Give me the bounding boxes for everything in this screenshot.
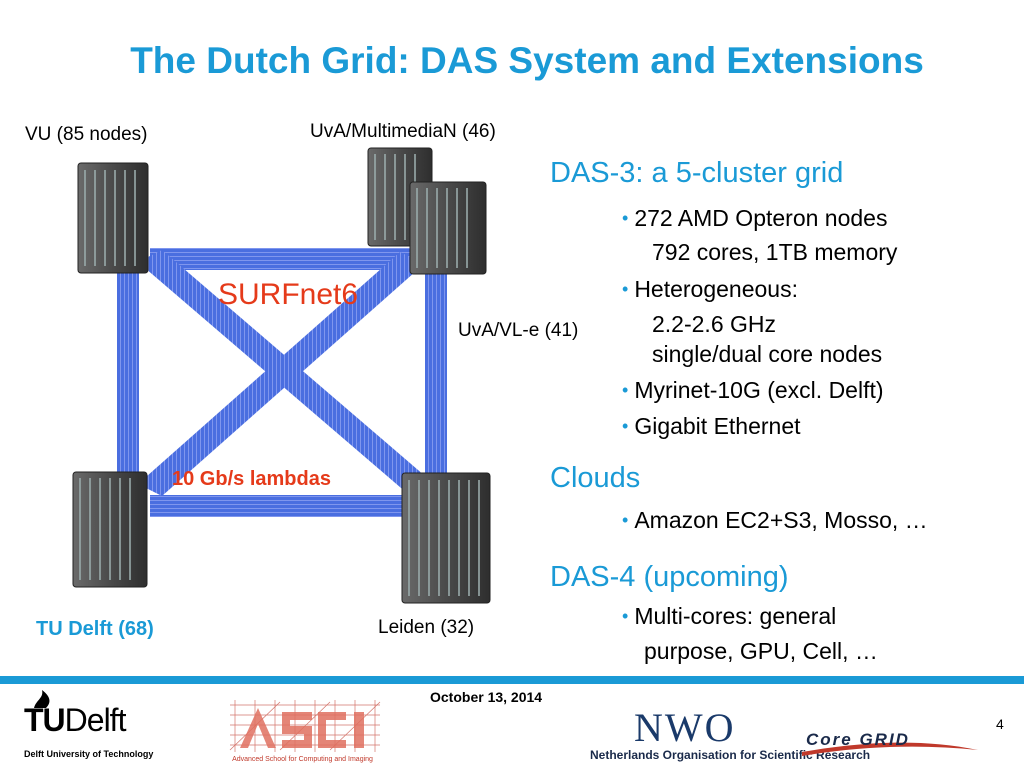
tudelft-subtitle: Delft University of Technology: [24, 749, 154, 759]
bullet-item: •272 AMD Opteron nodes: [622, 205, 888, 231]
section-heading-clouds: Clouds: [550, 462, 641, 494]
site-label-leiden: Leiden (32): [378, 617, 475, 638]
bullet-continuation: 2.2-2.6 GHz: [652, 311, 776, 337]
link-left: [117, 270, 139, 475]
section-heading-das4: DAS-4 (upcoming): [550, 561, 789, 593]
coregrid-wordmark: Core GRID: [806, 730, 910, 749]
server-leiden: [401, 472, 491, 604]
bullet-dot-icon: •: [622, 279, 629, 299]
site-label-tu-delft: TU Delft (68): [36, 618, 154, 640]
link-diagonal-2: [138, 252, 424, 496]
bullet-item: •Amazon EC2+S3, Mosso, …: [622, 507, 928, 533]
bullet-continuation: purpose, GPU, Cell, …: [644, 638, 878, 664]
bullet-dot-icon: •: [622, 510, 629, 530]
link-right: [425, 270, 447, 475]
section-heading-das3: DAS-3: a 5-cluster grid: [550, 157, 844, 189]
bullet-continuation: single/dual core nodes: [652, 341, 883, 367]
coregrid-logo: Core GRID: [800, 728, 980, 758]
tudelft-logo: TUDelft Delft University of Technology: [18, 690, 168, 762]
footer-bar: [0, 676, 1024, 684]
link-top: [150, 248, 420, 270]
link-bottom: [150, 495, 415, 517]
bullet-item: •Myrinet-10G (excl. Delft): [622, 377, 884, 403]
page-number: 4: [996, 716, 1004, 732]
asci-logo: Advanced School for Computing and Imagin…: [220, 700, 385, 766]
bullet-dot-icon: •: [622, 208, 629, 228]
bullet-dot-icon: •: [622, 416, 629, 436]
bullet-dot-icon: •: [622, 606, 629, 626]
link-label: 10 Gb/s lambdas: [172, 468, 331, 490]
slide-date: October 13, 2014: [430, 689, 543, 705]
tudelft-wordmark: TUDelft: [24, 702, 126, 738]
server-tu-delft: [72, 471, 148, 588]
server-vu: [77, 162, 149, 274]
site-label-uva-vle: UvA/VL-e (41): [458, 320, 579, 341]
asci-subtitle: Advanced School for Computing and Imagin…: [232, 756, 373, 763]
bullet-dot-icon: •: [622, 380, 629, 400]
nwo-wordmark: NWO: [634, 705, 736, 750]
flame-icon: [34, 690, 50, 708]
bullet-item: •Multi-cores: general: [622, 603, 837, 629]
bullet-item: •Heterogeneous:: [622, 276, 798, 302]
server-uva-vle: [409, 181, 487, 275]
nwo-logo: NWO Netherlands Organisation for Scienti…: [590, 700, 870, 768]
coregrid-swoosh-icon: [802, 742, 978, 756]
asci-grid-icon: [229, 700, 381, 752]
bullet-item: •Gigabit Ethernet: [622, 413, 801, 439]
network-label: SURFnet6: [218, 278, 359, 311]
nwo-subtitle: Netherlands Organisation for Scientific …: [590, 748, 871, 762]
slide-title: The Dutch Grid: DAS System and Extension…: [130, 40, 924, 81]
site-label-uva-multimedian: UvA/MultimediaN (46): [310, 121, 496, 142]
bullet-continuation: 792 cores, 1TB memory: [652, 239, 898, 265]
site-label-vu: VU (85 nodes): [25, 124, 148, 145]
